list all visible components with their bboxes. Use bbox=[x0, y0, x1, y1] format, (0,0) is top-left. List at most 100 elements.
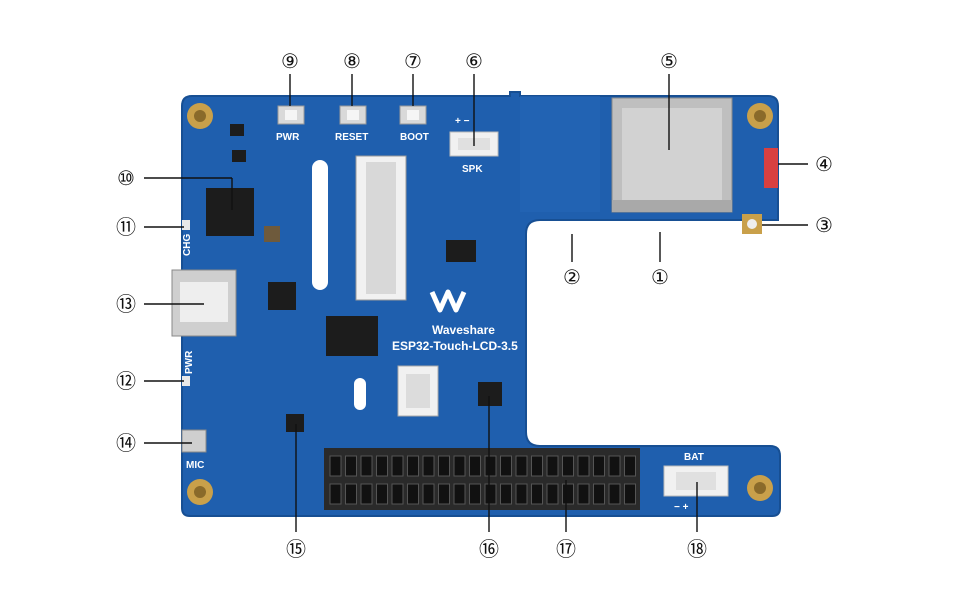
bat-label: BAT bbox=[684, 452, 704, 463]
chg-led bbox=[182, 220, 190, 230]
gpio-pin bbox=[345, 455, 357, 477]
pmic-chip bbox=[268, 282, 296, 310]
gpio-pin bbox=[624, 483, 636, 505]
callout-17: ⑰ bbox=[556, 537, 576, 561]
codec-chip bbox=[326, 316, 378, 356]
callout-5: ⑤ bbox=[660, 49, 678, 73]
gpio-pin bbox=[453, 455, 466, 477]
callout-11: ⑪ bbox=[116, 215, 136, 239]
sd-card-slot bbox=[611, 97, 733, 213]
usb-c-port bbox=[171, 269, 237, 337]
gpio-pin bbox=[391, 483, 404, 505]
antenna-connector bbox=[742, 214, 762, 234]
battery-connector bbox=[663, 465, 729, 497]
callout-8: ⑧ bbox=[343, 49, 361, 73]
gpio-pin bbox=[500, 483, 512, 505]
gpio-pin bbox=[329, 483, 342, 505]
gpio-pin bbox=[577, 455, 590, 477]
reset-button-label: RESET bbox=[335, 132, 368, 143]
gpio-pin bbox=[376, 455, 388, 477]
gpio-pin bbox=[546, 483, 559, 505]
gpio-pin bbox=[391, 455, 404, 477]
pwr-button-label: PWR bbox=[276, 132, 300, 143]
small-chip bbox=[230, 124, 244, 136]
bat-polarity-label: − + bbox=[674, 502, 689, 513]
gpio-pin bbox=[422, 483, 435, 505]
gpio-pin bbox=[484, 455, 497, 477]
callout-16: ⑯ bbox=[479, 537, 499, 561]
red-led bbox=[764, 148, 778, 188]
brand-label: Waveshare bbox=[432, 323, 495, 337]
imu-chip bbox=[446, 240, 476, 262]
pwr-led bbox=[182, 376, 190, 386]
callout-18: ⑱ bbox=[687, 537, 707, 561]
gpio-pin bbox=[562, 483, 574, 505]
callouts: ⑨ ⑧ ⑦ ⑥ ⑤ ④ ③ ① ② ⑩ ⑪ ⑬ ⑫ ⑭ ⑮ ⑯ ⑰ ⑱ bbox=[116, 49, 833, 561]
callout-15: ⑮ bbox=[286, 537, 306, 561]
waveshare-logo bbox=[429, 289, 467, 313]
gpio-pin bbox=[577, 483, 590, 505]
chip-15 bbox=[286, 414, 304, 432]
gpio-pin bbox=[624, 455, 636, 477]
pwr-led-label: PWR bbox=[184, 350, 195, 374]
gpio-pin bbox=[531, 483, 543, 505]
small-chip bbox=[232, 150, 246, 162]
callout-6: ⑥ bbox=[465, 49, 483, 73]
callout-1: ① bbox=[651, 265, 669, 289]
gpio-pin bbox=[407, 455, 419, 477]
spk-label: SPK bbox=[462, 164, 483, 175]
gpio-pin bbox=[469, 455, 481, 477]
gpio-pin bbox=[515, 455, 528, 477]
touch-fpc-connector bbox=[397, 365, 439, 417]
gpio-pin bbox=[345, 483, 357, 505]
boot-button-label: BOOT bbox=[400, 132, 429, 143]
chip-10 bbox=[206, 188, 254, 236]
mic-label: MIC bbox=[186, 460, 204, 471]
callout-13: ⑬ bbox=[116, 292, 136, 316]
gpio-pin bbox=[329, 455, 342, 477]
microphone bbox=[181, 429, 207, 453]
pwr-button bbox=[277, 105, 305, 125]
gpio-pin bbox=[469, 483, 481, 505]
crystal bbox=[264, 226, 280, 242]
callout-10: ⑩ bbox=[117, 166, 135, 190]
callout-3: ③ bbox=[815, 213, 833, 237]
gpio-header bbox=[324, 448, 640, 510]
gpio-pin bbox=[608, 455, 621, 477]
gpio-pin bbox=[407, 483, 419, 505]
mounting-hole-bottom-right bbox=[747, 475, 773, 501]
gpio-pin bbox=[422, 455, 435, 477]
chg-label: CHG bbox=[182, 234, 193, 256]
gpio-pin bbox=[438, 455, 450, 477]
gpio-pin bbox=[515, 483, 528, 505]
gpio-pin bbox=[593, 483, 605, 505]
mounting-hole-bottom-left bbox=[187, 479, 213, 505]
gpio-pin bbox=[438, 483, 450, 505]
mounting-hole-top-right bbox=[747, 103, 773, 129]
callout-9: ⑨ bbox=[281, 49, 299, 73]
gpio-pin bbox=[531, 455, 543, 477]
lcd-fpc-connector bbox=[355, 155, 407, 301]
board-slot bbox=[312, 160, 328, 290]
mounting-hole-top-left bbox=[187, 103, 213, 129]
board-slot-small bbox=[354, 378, 366, 410]
gpio-pin bbox=[546, 455, 559, 477]
gpio-pin bbox=[500, 455, 512, 477]
leader-lines bbox=[144, 74, 808, 532]
gpio-pin bbox=[453, 483, 466, 505]
gpio-pin bbox=[360, 455, 373, 477]
callout-12: ⑫ bbox=[116, 369, 136, 393]
gpio-pin bbox=[360, 483, 373, 505]
chip-16 bbox=[478, 382, 502, 406]
model-label: ESP32-Touch-LCD-3.5 bbox=[392, 339, 518, 353]
gpio-pin bbox=[484, 483, 497, 505]
pcb-trace-area bbox=[520, 96, 600, 212]
callout-2: ② bbox=[563, 265, 581, 289]
gpio-pin bbox=[593, 455, 605, 477]
gpio-pin bbox=[376, 483, 388, 505]
callout-4: ④ bbox=[815, 152, 833, 176]
callout-7: ⑦ bbox=[404, 49, 422, 73]
boot-button bbox=[399, 105, 427, 125]
